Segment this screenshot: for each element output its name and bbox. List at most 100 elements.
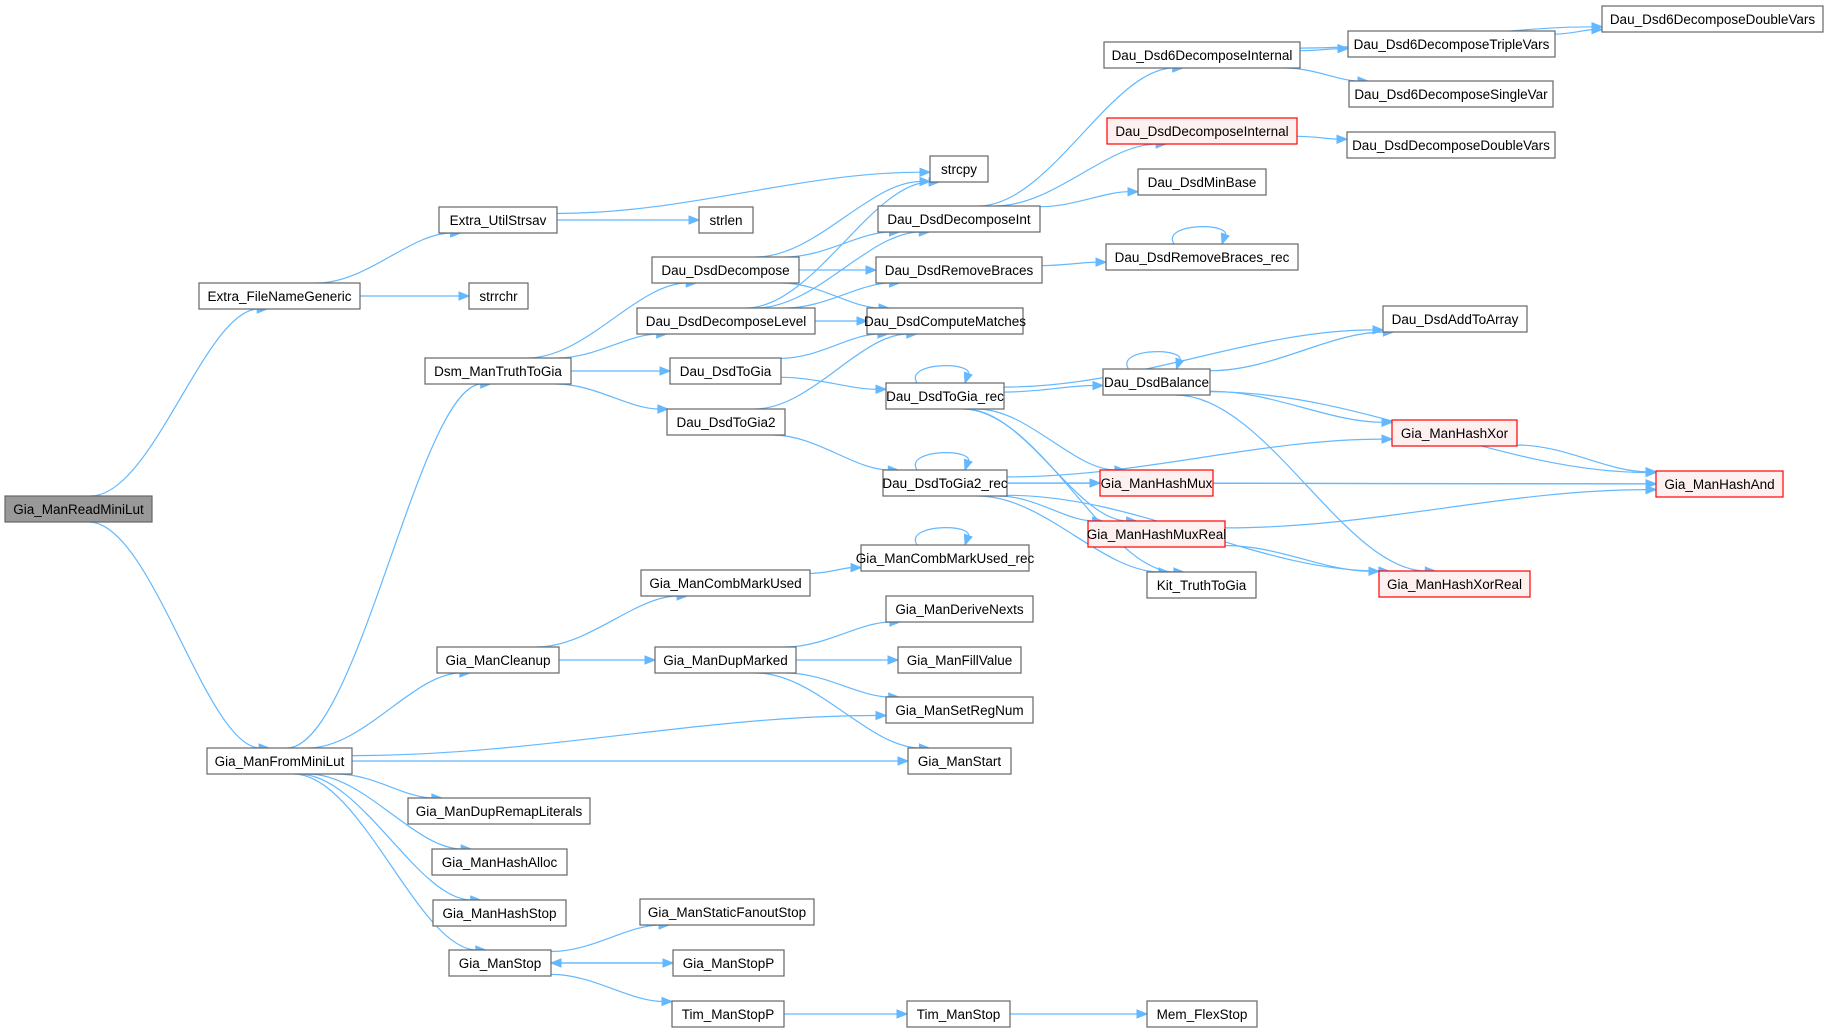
- edge-line: [550, 924, 661, 953]
- node-dau-dsd6decomposetriplevars[interactable]: Dau_Dsd6DecomposeTripleVars: [1347, 30, 1556, 58]
- node-label: Gia_ManHashXor: [1401, 426, 1509, 441]
- arrowhead-icon: [688, 215, 701, 225]
- node-box: [432, 899, 567, 927]
- node-label: Dau_DsdRemoveBraces_rec: [1115, 250, 1290, 265]
- node-dau-dsddecomposeint[interactable]: Dau_DsdDecomposeInt: [877, 205, 1041, 233]
- arrowhead-icon: [875, 710, 888, 721]
- edge-gia-manstop-to-tim-manstopp: [550, 973, 674, 1007]
- node-dau-dsddecomposelevel[interactable]: Dau_DsdDecomposeLevel: [636, 307, 816, 335]
- node-gia-mandupremapliterals[interactable]: Gia_ManDupRemapLiterals: [407, 797, 591, 825]
- node-extra-utilstrsav[interactable]: Extra_UtilStrsav: [438, 206, 558, 234]
- node-tim-manstopp[interactable]: Tim_ManStopP: [671, 1000, 785, 1028]
- arrowhead-icon: [657, 404, 670, 414]
- node-gia-mancleanup[interactable]: Gia_ManCleanup: [436, 646, 560, 674]
- node-dau-dsdtogia2[interactable]: Dau_DsdToGia2: [666, 408, 786, 436]
- node-box: [875, 256, 1043, 284]
- node-dau-dsdtogia-rec[interactable]: Dau_DsdToGia_rec: [885, 382, 1005, 410]
- arrowhead-icon: [1381, 434, 1394, 444]
- node-box: [1102, 368, 1211, 396]
- edge-gia-manhashmuxreal-to-gia-manhashxorreal: [1224, 544, 1381, 577]
- edge-line: [1224, 489, 1648, 529]
- node-dau-dsdbalance[interactable]: Dau_DsdBalance: [1102, 368, 1211, 396]
- edge-dau-dsddecomposeint-to-dau-dsdminbase: [1039, 186, 1140, 208]
- node-mem-flexstop[interactable]: Mem_FlexStop: [1146, 1000, 1258, 1028]
- node-gia-manfillvalue[interactable]: Gia_ManFillValue: [897, 646, 1022, 674]
- node-extra-filenamegeneric[interactable]: Extra_FileNameGeneric: [198, 282, 361, 310]
- edge-extra-filenamegeneric-to-extra-utilstrsav: [316, 228, 462, 284]
- node-gia-manstop[interactable]: Gia_ManStop: [448, 949, 552, 977]
- node-gia-manhashxor[interactable]: Gia_ManHashXor: [1391, 419, 1518, 447]
- node-dau-dsdtogia2-rec[interactable]: Dau_DsdToGia2_rec: [882, 469, 1008, 497]
- node-dau-dsddecomposeinternal[interactable]: Dau_DsdDecomposeInternal: [1106, 117, 1298, 145]
- node-gia-manhashand[interactable]: Gia_ManHashAnd: [1655, 470, 1784, 498]
- node-gia-manhashmux[interactable]: Gia_ManHashMux: [1099, 469, 1214, 497]
- node-gia-mandupmarked[interactable]: Gia_ManDupMarked: [654, 646, 797, 674]
- node-gia-manstaticfanoutstop[interactable]: Gia_ManStaticFanoutStop: [639, 898, 815, 926]
- nodes-layer: Gia_ManReadMiniLut Extra_FileNameGeneric E…: [4, 5, 1824, 1028]
- edge-dau-dsdtogia2-to-dau-dsdtogia2-rec: [772, 434, 900, 475]
- edge-dau-dsd6decomposetriplevars-to-dau-dsd6decomposedoublevars: [1554, 24, 1604, 35]
- node-dau-dsdaddtoarray[interactable]: Dau_DsdAddToArray: [1382, 305, 1528, 333]
- node-gia-manstopp[interactable]: Gia_ManStopP: [672, 949, 785, 977]
- node-gia-manreadminilut[interactable]: Gia_ManReadMiniLut: [4, 495, 153, 523]
- node-gia-manhashxorreal[interactable]: Gia_ManHashXorReal: [1378, 570, 1531, 598]
- node-box: [438, 206, 558, 234]
- arrowhead-icon: [919, 167, 932, 177]
- node-kit-truthtogia[interactable]: Kit_TruthToGia: [1146, 571, 1257, 599]
- node-label: Gia_ManHashXorReal: [1387, 577, 1522, 592]
- node-box: [666, 408, 786, 436]
- node-label: Extra_UtilStrsav: [450, 213, 547, 228]
- arrowhead-icon: [963, 458, 973, 472]
- node-dau-dsd6decomposesinglevar[interactable]: Dau_Dsd6DecomposeSingleVar: [1348, 80, 1554, 108]
- node-strcpy[interactable]: strcpy: [929, 155, 989, 183]
- node-gia-mansetregnum[interactable]: Gia_ManSetRegNum: [885, 696, 1034, 724]
- edge-line: [964, 408, 1128, 522]
- node-gia-manstart[interactable]: Gia_ManStart: [907, 747, 1012, 775]
- edge-line: [1212, 482, 1648, 485]
- node-dau-dsddecomposedoublevars[interactable]: Dau_DsdDecomposeDoubleVars: [1346, 131, 1556, 159]
- node-gia-manderivenexts[interactable]: Gia_ManDeriveNexts: [885, 595, 1034, 623]
- node-label: Mem_FlexStop: [1157, 1007, 1248, 1022]
- edge-line: [786, 672, 890, 698]
- edge-dau-dsddecompose-to-strcpy: [755, 176, 932, 258]
- node-box: [860, 544, 1030, 572]
- edge-line: [90, 308, 259, 497]
- node-box: [654, 646, 797, 674]
- edge-dau-dsdtogia-to-dau-dsdtogia-rec: [780, 376, 888, 395]
- node-dau-dsdminbase[interactable]: Dau_DsdMinBase: [1137, 168, 1267, 196]
- node-gia-manfromminilut[interactable]: Gia_ManFromMiniLut: [206, 747, 353, 775]
- node-dsm-mantruthtogia[interactable]: Dsm_ManTruthToGia: [424, 357, 572, 385]
- node-dau-dsd6decomposedoublevars[interactable]: Dau_Dsd6DecomposeDoubleVars: [1601, 5, 1824, 33]
- arrowhead-icon: [887, 655, 900, 665]
- node-gia-manhashmuxreal[interactable]: Gia_ManHashMuxReal: [1087, 520, 1227, 548]
- node-label: Gia_ManDupRemapLiterals: [416, 804, 583, 819]
- arrowhead-icon: [963, 533, 973, 547]
- node-box: [882, 469, 1008, 497]
- arrowhead-icon: [549, 958, 562, 968]
- node-label: strrchr: [479, 289, 518, 304]
- node-gia-mancombmarkused[interactable]: Gia_ManCombMarkUsed: [640, 569, 811, 597]
- node-box: [669, 357, 782, 385]
- node-gia-manhashstop[interactable]: Gia_ManHashStop: [432, 899, 567, 927]
- node-label: Dau_DsdAddToArray: [1392, 312, 1519, 327]
- node-dau-dsd6decomposeinternal[interactable]: Dau_Dsd6DecomposeInternal: [1103, 41, 1301, 69]
- node-tim-manstop[interactable]: Tim_ManStop: [906, 1000, 1011, 1028]
- node-label: Dau_DsdDecomposeInternal: [1115, 124, 1288, 139]
- edge-line: [994, 143, 1158, 207]
- node-dau-dsdtogia[interactable]: Dau_DsdToGia: [669, 357, 782, 385]
- node-dau-dsdremovebraces-rec[interactable]: Dau_DsdRemoveBraces_rec: [1105, 243, 1299, 271]
- edge-line: [780, 333, 879, 359]
- node-box: [1601, 5, 1824, 33]
- node-strrchr[interactable]: strrchr: [468, 282, 529, 310]
- node-label: Dau_DsdRemoveBraces: [885, 263, 1034, 278]
- node-label: Gia_ManReadMiniLut: [13, 502, 144, 517]
- node-gia-manhashalloc[interactable]: Gia_ManHashAlloc: [431, 848, 568, 876]
- node-dau-dsdcomputematches[interactable]: Dau_DsdComputeMatches: [864, 307, 1026, 335]
- node-label: Gia_ManStart: [918, 754, 1002, 769]
- node-gia-mancombmarkused-rec[interactable]: Gia_ManCombMarkUsed_rec: [856, 544, 1035, 572]
- node-strlen[interactable]: strlen: [698, 206, 754, 234]
- edge-line: [293, 773, 477, 951]
- node-dau-dsdremovebraces[interactable]: Dau_DsdRemoveBraces: [875, 256, 1043, 284]
- node-dau-dsddecompose[interactable]: Dau_DsdDecompose: [651, 256, 800, 284]
- edge-line: [914, 452, 970, 471]
